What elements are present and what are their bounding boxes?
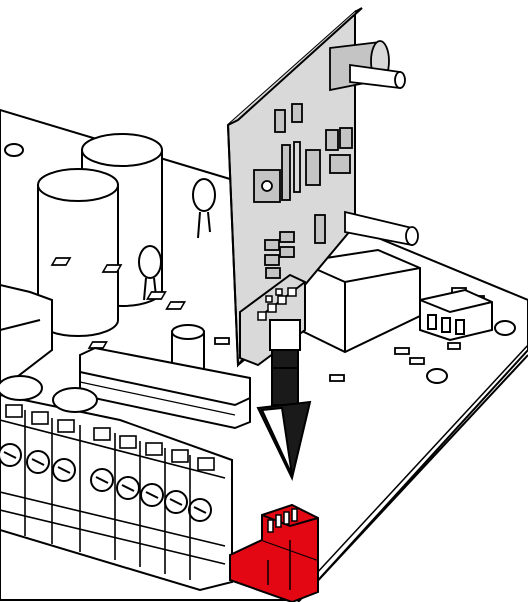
- down-arrow-icon: [256, 319, 312, 481]
- plugin-components: [253, 40, 419, 279]
- left-component-block: [0, 283, 53, 392]
- plugin-board: [226, 7, 363, 368]
- terminal-block: [0, 393, 233, 592]
- disc-components: [138, 178, 216, 301]
- terminal-caps: [0, 375, 98, 413]
- red-connector-icon: [229, 503, 319, 602]
- right-connector: [419, 288, 493, 342]
- mounting-holes: [4, 143, 516, 384]
- terminal-screws: [0, 443, 212, 522]
